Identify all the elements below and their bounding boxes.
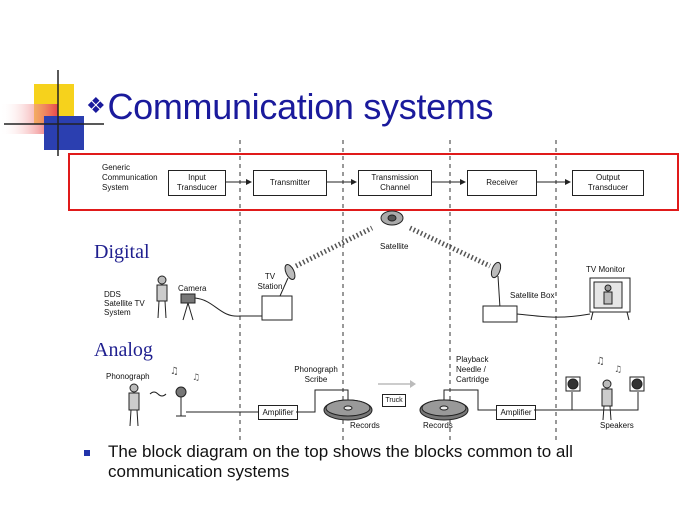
block-transmitter: Transmitter <box>253 170 327 196</box>
truck-label: Truck <box>382 394 406 407</box>
records-right-label: Records <box>423 421 453 430</box>
amplifier-left: Amplifier <box>258 405 298 420</box>
amplifier-right: Amplifier <box>496 405 536 420</box>
slide-title: ❖Communication systems <box>86 86 494 128</box>
playback-needle-label: Playback Needle / Cartridge <box>456 355 489 384</box>
phonograph-scribe-label: Phonograph Scribe <box>294 365 338 384</box>
listener-person-icon <box>601 379 613 421</box>
satellite-label: Satellite <box>380 242 409 251</box>
music-note-icon: ♫ <box>192 373 200 383</box>
digital-section-label: Digital <box>94 241 150 263</box>
block-output-transducer: Output Transducer <box>572 170 644 196</box>
microphone-icon <box>175 386 187 417</box>
records-left-label: Records <box>350 421 380 430</box>
block-transmission-channel: Transmission Channel <box>358 170 432 196</box>
phonograph-label: Phonograph <box>106 372 150 381</box>
slide-title-text: Communication systems <box>107 86 494 127</box>
dds-system-label: DDS Satellite TV System <box>104 290 145 317</box>
record-disc-icon <box>323 399 373 421</box>
speakers-label: Speakers <box>600 421 634 430</box>
generic-system-label: Generic Communication System <box>102 163 158 192</box>
block-input-transducer: Input Transducer <box>168 170 226 196</box>
camera-icon <box>180 293 196 321</box>
satellite-box-label: Satellite Box <box>510 291 555 300</box>
digital-illustration <box>156 210 631 323</box>
camera-label: Camera <box>178 284 207 293</box>
analog-illustration: ♫ ♫ <box>128 356 645 427</box>
analog-section-label: Analog <box>94 339 153 361</box>
speaker-icon <box>629 376 645 392</box>
record-disc-icon <box>419 399 469 421</box>
music-note-icon: ♫ <box>596 356 605 367</box>
diamond-bullet-icon: ❖ <box>86 94 106 119</box>
tv-station-label: TV Station <box>257 272 283 291</box>
block-receiver: Receiver <box>467 170 537 196</box>
tv-monitor-label: TV Monitor <box>586 265 626 274</box>
bullet-text: The block diagram on the top shows the b… <box>108 442 573 481</box>
satellite-icon <box>380 210 404 226</box>
person-icon <box>156 275 168 319</box>
decorative-corner-graphic <box>0 70 104 156</box>
music-note-icon: ♫ <box>170 366 179 377</box>
generic-flow-arrows <box>225 179 571 185</box>
generic-system-highlight-frame <box>68 153 679 211</box>
singer-person-icon <box>128 383 140 427</box>
speaker-icon <box>565 376 581 392</box>
square-bullet-icon <box>84 450 90 456</box>
music-note-icon: ♫ <box>614 365 622 375</box>
tv-monitor-icon <box>589 277 631 321</box>
